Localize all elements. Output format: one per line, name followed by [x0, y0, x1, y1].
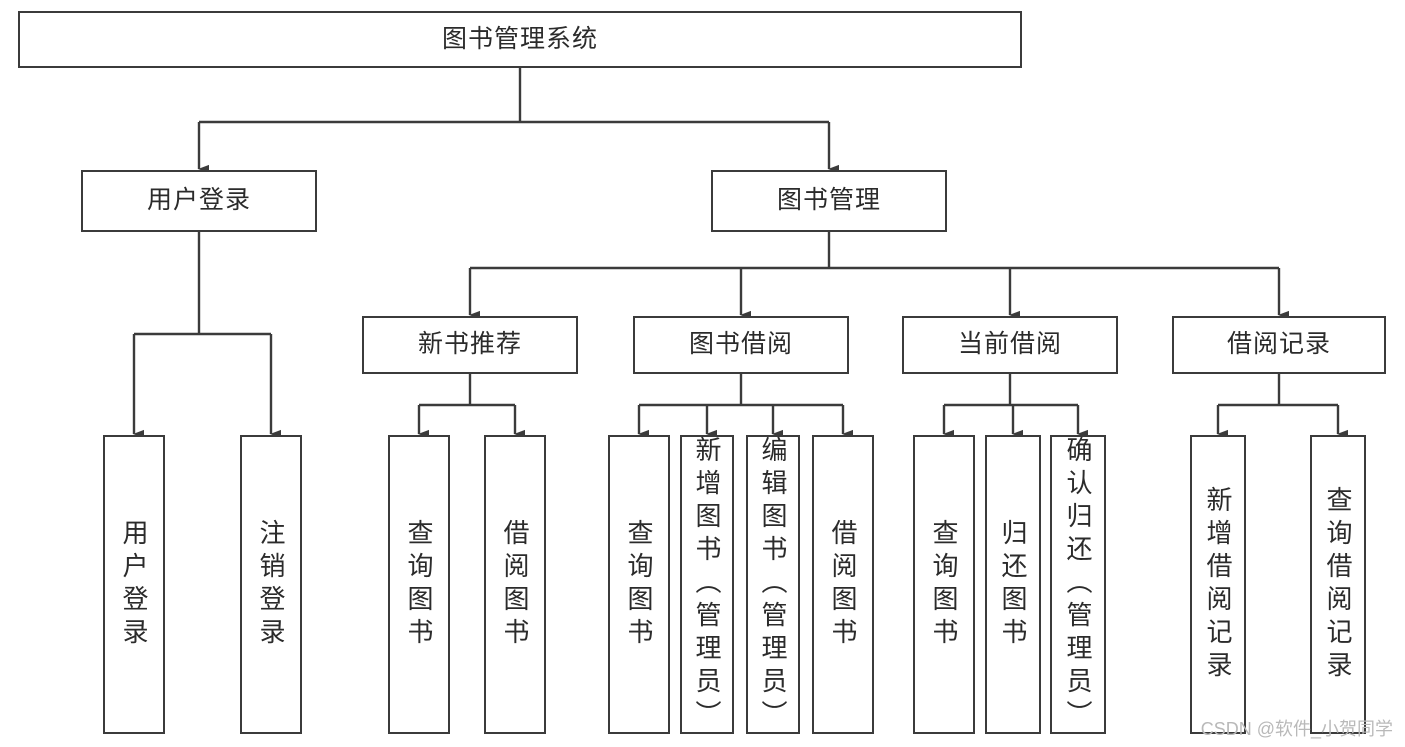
node-label-login: 用户登录 — [146, 186, 251, 215]
node-newbook[interactable]: 新书推荐 — [362, 316, 578, 374]
node-label-borrow: 图书借阅 — [688, 330, 793, 359]
node-leaf-login[interactable]: 用户登录 — [103, 435, 165, 734]
node-label-root: 图书管理系统 — [441, 24, 598, 53]
node-label-leaf-b-query: 查询图书 — [624, 518, 654, 651]
node-label-leaf-b-edit: 编辑图书（管理员） — [758, 436, 788, 733]
node-leaf-b-query[interactable]: 查询图书 — [608, 435, 670, 734]
node-current[interactable]: 当前借阅 — [902, 316, 1118, 374]
node-leaf-logout[interactable]: 注销登录 — [240, 435, 302, 734]
node-label-leaf-c-confirm: 确认归还（管理员） — [1063, 436, 1093, 733]
node-leaf-c-return[interactable]: 归还图书 — [985, 435, 1041, 734]
node-label-records: 借阅记录 — [1226, 330, 1331, 359]
node-label-leaf-c-query: 查询图书 — [929, 518, 959, 651]
node-leaf-r-query[interactable]: 查询借阅记录 — [1310, 435, 1366, 734]
node-root[interactable]: 图书管理系统 — [18, 11, 1022, 68]
node-borrow[interactable]: 图书借阅 — [633, 316, 849, 374]
node-leaf-nb-query[interactable]: 查询图书 — [388, 435, 450, 734]
node-login[interactable]: 用户登录 — [81, 170, 317, 232]
node-label-bookmgmt: 图书管理 — [776, 186, 881, 215]
node-leaf-c-query[interactable]: 查询图书 — [913, 435, 975, 734]
node-bookmgmt[interactable]: 图书管理 — [711, 170, 947, 232]
node-leaf-c-confirm[interactable]: 确认归还（管理员） — [1050, 435, 1106, 734]
node-leaf-r-add[interactable]: 新增借阅记录 — [1190, 435, 1246, 734]
node-leaf-b-edit[interactable]: 编辑图书（管理员） — [746, 435, 800, 734]
node-label-leaf-login: 用户登录 — [119, 518, 149, 651]
node-records[interactable]: 借阅记录 — [1172, 316, 1386, 374]
node-leaf-b-borrow[interactable]: 借阅图书 — [812, 435, 874, 734]
node-label-leaf-logout: 注销登录 — [256, 518, 286, 651]
node-label-leaf-nb-query: 查询图书 — [404, 518, 434, 651]
node-label-newbook: 新书推荐 — [417, 330, 522, 359]
node-label-leaf-b-borrow: 借阅图书 — [828, 518, 858, 651]
node-leaf-nb-borrow[interactable]: 借阅图书 — [484, 435, 546, 734]
node-label-leaf-c-return: 归还图书 — [998, 518, 1028, 651]
watermark: CSDN @软件_小贺同学 — [1200, 719, 1393, 739]
node-label-current: 当前借阅 — [957, 330, 1062, 359]
node-label-leaf-r-query: 查询借阅记录 — [1323, 485, 1353, 684]
node-leaf-b-add[interactable]: 新增图书（管理员） — [680, 435, 734, 734]
node-label-leaf-r-add: 新增借阅记录 — [1203, 485, 1233, 684]
node-label-leaf-nb-borrow: 借阅图书 — [500, 518, 530, 651]
node-label-leaf-b-add: 新增图书（管理员） — [692, 436, 722, 733]
